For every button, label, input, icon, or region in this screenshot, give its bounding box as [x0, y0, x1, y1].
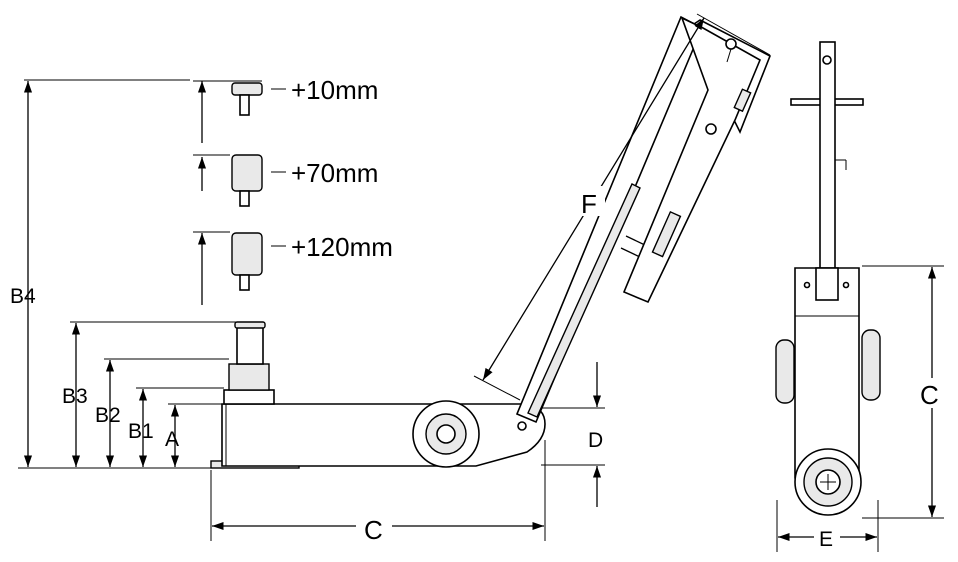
- dimension-E-label: E: [819, 528, 833, 551]
- dimension-B4-label: B4: [10, 285, 36, 308]
- dimension-B3-label: B3: [62, 385, 88, 408]
- jack-end-view: [775, 41, 881, 516]
- dimension-F-label: F: [581, 189, 597, 219]
- handle-pivot: [517, 421, 527, 431]
- handle-shaft: [819, 41, 836, 301]
- dimension-D-label: D: [588, 429, 603, 452]
- ram-stage-2: [228, 363, 270, 391]
- adapter-10mm-label: +10mm: [291, 75, 378, 105]
- adapter-120mm: [231, 232, 263, 291]
- dimension-B2-label: B2: [95, 404, 121, 427]
- left-side-wheel: [775, 339, 795, 404]
- jack-body: [221, 403, 546, 467]
- dimension-A-label: A: [165, 428, 179, 451]
- right-side-wheel: [861, 329, 881, 401]
- saddle: [234, 321, 266, 329]
- adapter-70mm: [231, 154, 263, 207]
- ram-stage-1: [236, 325, 264, 365]
- adapter-70mm-label: +70mm: [291, 158, 378, 188]
- dimension-B1-label: B1: [128, 420, 154, 443]
- dimension-C-side-label: C: [364, 515, 383, 545]
- adapter-10mm: [231, 82, 263, 116]
- dimension-C-end-label: C: [920, 380, 939, 410]
- adapter-120mm-label: +120mm: [291, 232, 393, 262]
